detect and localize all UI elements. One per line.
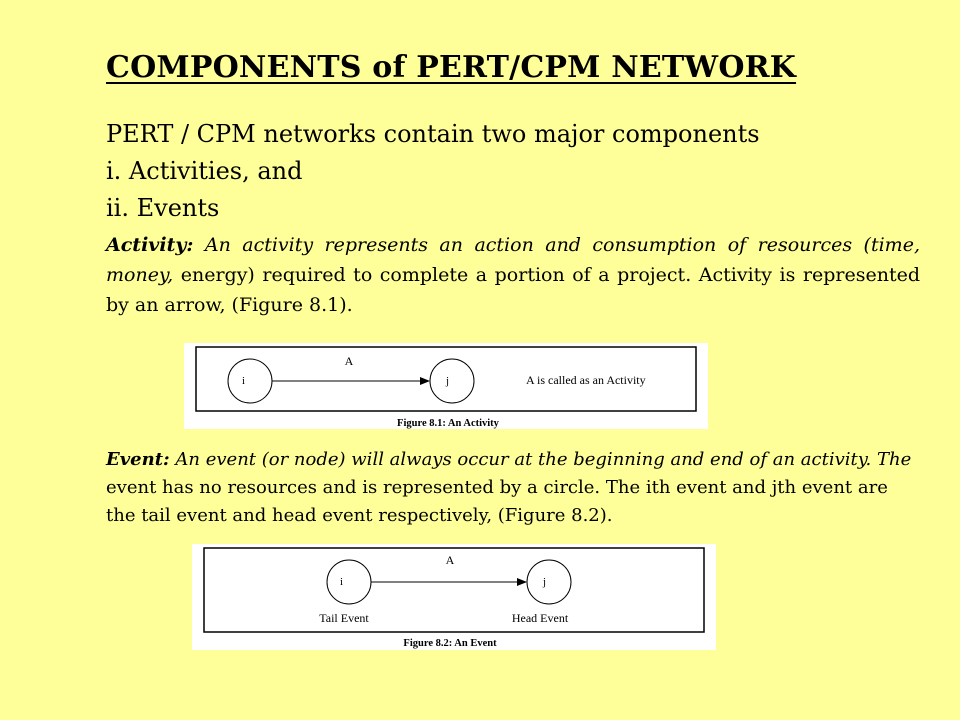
figure-caption: Figure 8.1: An Activity [397,418,500,429]
tail-event-circle [326,559,372,605]
intro-line: PERT / CPM networks contain two major co… [106,120,760,148]
activity-term: Activity: [106,234,194,256]
activity-note: A is called as an Activity [526,373,646,387]
event-diagram: A i j Tail Event Head Event Figure 8.2: … [203,547,705,649]
node-i-label: i [242,375,245,387]
intro-line: ii. Events [106,194,220,222]
intro-line: i. Activities, and [106,157,303,185]
slide-title: COMPONENTS of PERT/CPM NETWORK [106,50,797,85]
node-j-circle [429,358,475,404]
intro-block: PERT / CPM networks contain two major co… [106,116,760,227]
activity-paragraph: Activity: An activity represents an acti… [106,230,920,320]
event-italic-text: An event (or node) will always occur at … [169,449,912,470]
node-i-circle [227,358,273,404]
event-paragraph: Event: An event (or node) will always oc… [106,446,920,530]
activity-text: energy) required to complete a portion o… [106,264,920,316]
tail-event-label: Tail Event [319,611,369,625]
event-text: event has no resources and is represente… [106,477,888,526]
head-event-label: Head Event [512,611,569,625]
figure-caption: Figure 8.2: An Event [403,638,497,649]
figure-event: A i j Tail Event Head Event Figure 8.2: … [192,544,716,650]
node-j-label: j [445,375,449,387]
node-j-label: j [542,576,546,588]
activity-italic-text: An activity represents an action and con… [106,234,920,286]
arrow-label: A [345,354,354,368]
node-i-label: i [340,576,343,588]
arrow-label: A [446,553,455,567]
figure-activity: A i j A is called as an Activity Figure … [184,343,708,429]
activity-diagram: A i j A is called as an Activity Figure … [195,346,697,429]
figure-frame [203,547,705,633]
figure-frame [195,346,697,412]
event-term: Event: [106,449,170,470]
head-event-circle [526,559,572,605]
